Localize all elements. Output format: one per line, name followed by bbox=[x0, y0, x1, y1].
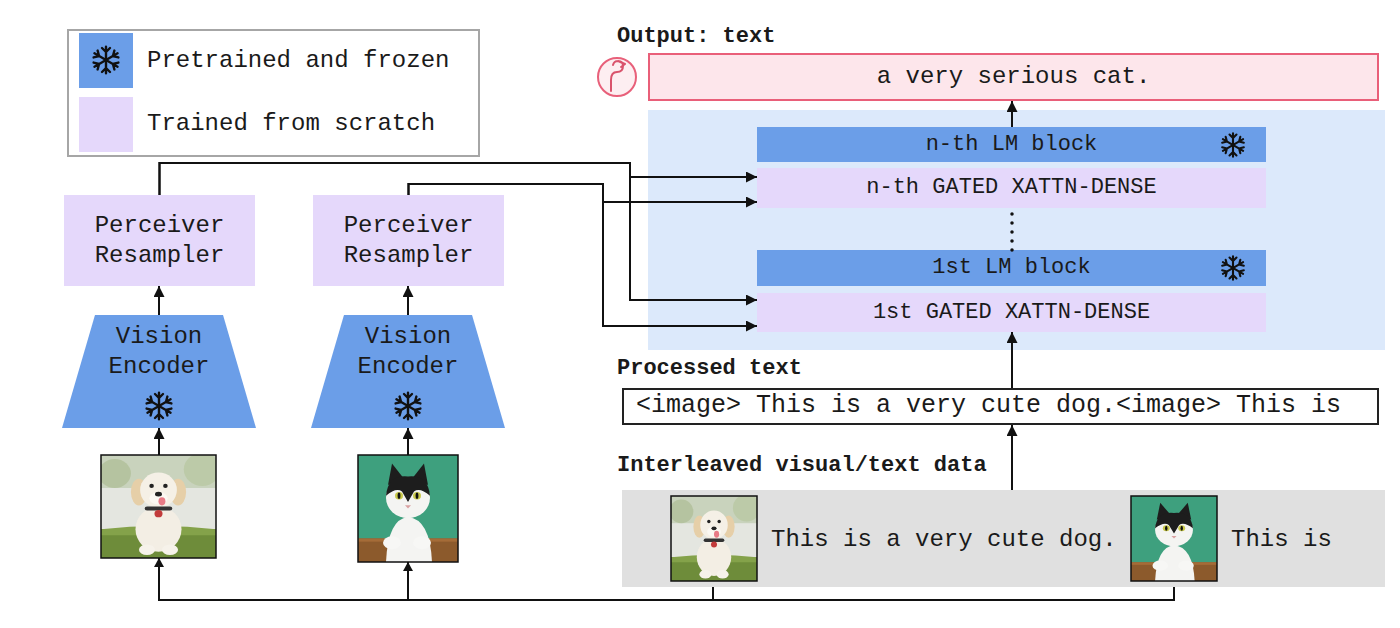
frozen-snowflake bbox=[1221, 133, 1245, 156]
layer-label: 1st GATED XATTN-DENSE bbox=[757, 293, 1266, 332]
photo-frame bbox=[1131, 496, 1217, 581]
lm-block: n-th LM block bbox=[757, 127, 1266, 162]
connector-group bbox=[159, 101, 1174, 600]
resampler-box: Perceiver Resampler bbox=[64, 195, 255, 286]
caption-text: This is bbox=[1231, 525, 1332, 555]
language-model-band bbox=[648, 110, 1385, 350]
photo-frame bbox=[671, 496, 757, 581]
output-box: Output: texta very serious cat. bbox=[648, 53, 1379, 101]
xattn-block: n-th GATED XATTN-DENSE bbox=[757, 168, 1266, 208]
interleaved-band: Interleaved visual/text dataThis is a ve… bbox=[622, 490, 1385, 587]
dog-photo bbox=[99, 453, 221, 558]
lm-block: 1st LM block bbox=[757, 250, 1266, 286]
section-heading: Processed text bbox=[617, 356, 802, 382]
layer-label: n-th LM block bbox=[757, 127, 1266, 162]
dog-photo bbox=[669, 494, 760, 581]
connector-arrow bbox=[408, 428, 1174, 600]
module-label: Vision Encoder bbox=[333, 322, 483, 382]
trapezoid-shape bbox=[311, 315, 505, 428]
frozen-snowflake bbox=[145, 393, 172, 420]
connector-arrow bbox=[1010, 208, 1014, 250]
legend-swatch bbox=[79, 97, 133, 152]
resampler-box: Perceiver Resampler bbox=[313, 195, 504, 286]
connector-arrow bbox=[409, 184, 758, 326]
connector-arrow bbox=[159, 428, 713, 600]
encoder-trapezoid: Vision Encoder bbox=[311, 315, 505, 428]
trapezoid-shape bbox=[62, 315, 256, 428]
connector-arrow bbox=[158, 286, 160, 315]
frozen-snowflake bbox=[1221, 256, 1245, 279]
connector-arrow bbox=[1011, 101, 1013, 127]
legend-swatch bbox=[79, 33, 133, 88]
cat-photo bbox=[358, 455, 458, 562]
section-heading: Interleaved visual/text data bbox=[617, 453, 987, 479]
arrow-head bbox=[403, 562, 413, 571]
flamingo-bird bbox=[611, 61, 625, 91]
legend-label: Trained from scratch bbox=[147, 109, 435, 139]
connector-arrow bbox=[160, 163, 758, 300]
arrow-head bbox=[154, 558, 164, 567]
photo-frame bbox=[101, 455, 216, 558]
module-label: Perceiver Resampler bbox=[64, 195, 255, 286]
connector-arrow bbox=[1011, 332, 1013, 388]
legend-label: Pretrained and frozen bbox=[147, 46, 449, 76]
encoder-trapezoid: Vision Encoder bbox=[62, 315, 256, 428]
layer-label: 1st LM block bbox=[757, 250, 1266, 286]
token-text: <image> This is a very cute dog.<image> … bbox=[636, 391, 1371, 421]
flamingo-logo bbox=[598, 58, 636, 96]
connector-arrow bbox=[407, 286, 409, 315]
connector-arrow bbox=[1011, 425, 1013, 490]
output-text: a very serious cat. bbox=[650, 55, 1377, 99]
layer-label: n-th GATED XATTN-DENSE bbox=[757, 168, 1266, 208]
frozen-snowflake bbox=[92, 47, 119, 74]
photo-frame bbox=[358, 455, 458, 562]
section-heading: Output: text bbox=[617, 24, 775, 50]
connector-arrow bbox=[160, 163, 758, 195]
module-label: Perceiver Resampler bbox=[313, 195, 504, 286]
xattn-block: 1st GATED XATTN-DENSE bbox=[757, 293, 1266, 332]
processed-text-box: Processed text<image> This is a very cut… bbox=[622, 388, 1379, 425]
caption-text: This is a very cute dog. bbox=[771, 525, 1117, 555]
frozen-snowflake bbox=[394, 393, 421, 420]
cat-photo bbox=[1131, 496, 1217, 581]
module-label: Vision Encoder bbox=[84, 322, 234, 382]
connector-arrow bbox=[409, 184, 758, 202]
